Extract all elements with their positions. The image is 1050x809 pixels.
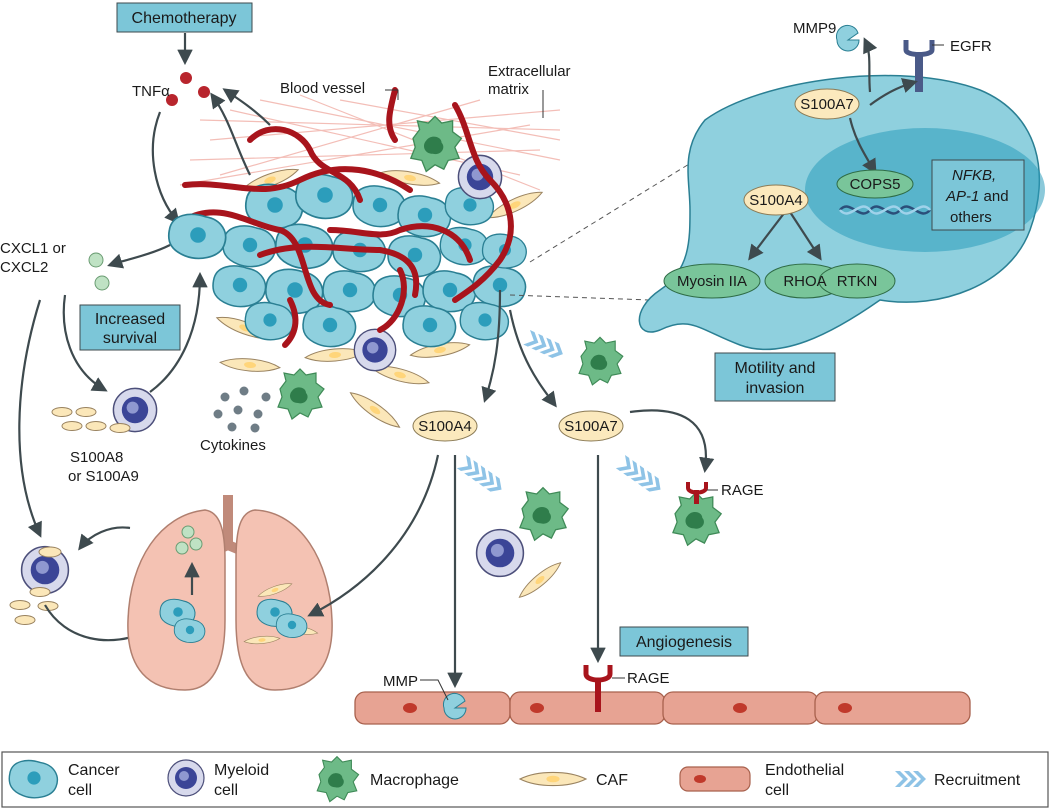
s100a7-mid-label: S100A7: [564, 418, 617, 435]
endothelial-vessel: [354, 691, 971, 725]
cxcl-molecules: [88, 252, 110, 291]
cytokines-label: Cytokines: [200, 437, 266, 454]
legend-endothelial-icon: [679, 766, 751, 792]
rtkn-label: RTKN: [837, 273, 878, 290]
recruitment-chevrons-2: [456, 455, 507, 497]
s100a8-label-2: or S100A9: [68, 468, 139, 485]
myosin-pill: [663, 263, 761, 299]
legend-endothelial-label-2: cell: [765, 782, 789, 799]
cops5-label: COPS5: [850, 176, 901, 193]
chemotherapy-label: Chemotherapy: [132, 10, 237, 27]
legend: Cancer cell Myeloid cell Macrophage CAF …: [1, 751, 1049, 808]
blood-vessel-label: Blood vessel: [280, 80, 365, 97]
legend-cancer-label-1: Cancer: [68, 762, 120, 779]
recruitment-chevrons-3: [615, 455, 666, 497]
egfr-receptor: [903, 40, 935, 92]
mmp-label: MMP: [383, 673, 418, 690]
recruitment-chevrons-1: [523, 330, 567, 362]
legend-macrophage-label: Macrophage: [370, 772, 459, 789]
dna-helix-icon: [839, 205, 931, 215]
legend-cancer-label-2: cell: [68, 782, 92, 799]
lungs: [127, 495, 333, 691]
legend-cancer-icon: [8, 759, 59, 799]
cxcl-label-2: CXCL2: [0, 259, 48, 276]
ap1-label: AP-1 and: [945, 188, 1009, 205]
s100a7-mid-pill: [558, 410, 624, 442]
myosin-label: Myosin IIA: [677, 273, 747, 290]
extracellular-matrix: [179, 94, 561, 191]
rhoa-label: RHOA: [783, 273, 826, 290]
s100a4-mid-label: S100A4: [418, 418, 471, 435]
blood-vessel-network: [182, 87, 514, 348]
motility-label-1: Motility and: [735, 360, 816, 377]
left-granules: [9, 546, 62, 625]
legend-myeloid-icon: [167, 759, 205, 797]
angiogenesis-label: Angiogenesis: [636, 634, 732, 651]
s100a4-top-label: S100A4: [749, 192, 802, 209]
nfkb-label: NFKB,: [952, 167, 996, 184]
ecm-label-1: Extracellular: [488, 63, 571, 80]
cytokine-dots: [213, 386, 271, 433]
cops5-pill: [836, 169, 914, 199]
s100a7-top-label: S100A7: [800, 96, 853, 113]
s100a4-mid-pill: [412, 410, 478, 442]
rage-receptor-bottom: [583, 665, 613, 712]
tnf-label: TNFα: [132, 83, 170, 100]
tnf-molecules: [166, 72, 210, 106]
legend-myeloid-label-2: cell: [214, 782, 238, 799]
legend-recruitment-label: Recruitment: [934, 772, 1021, 789]
others-label: others: [950, 209, 992, 226]
rage-bottom-label: RAGE: [627, 670, 670, 687]
motility-label-2: invasion: [746, 380, 805, 397]
mmp9-icon: [835, 24, 860, 52]
rhoa-rtkn-pill: [764, 263, 896, 299]
s100a7-top-pill: [794, 88, 860, 120]
rage-receptor-top: [686, 482, 708, 504]
mmp9-label: MMP9: [793, 20, 836, 37]
cxcl-label-1: CXCL1 or: [0, 240, 66, 257]
egfr-label: EGFR: [950, 38, 992, 55]
s100a8-granules: [51, 407, 131, 433]
motility-box: [714, 352, 836, 402]
lung-cxcl-dots: [175, 525, 203, 555]
chemotherapy-box: [116, 2, 253, 33]
increased-survival-label-1: Increased: [95, 311, 165, 328]
legend-endothelial-label-1: Endothelial: [765, 762, 844, 779]
ecm-label-2: matrix: [488, 81, 529, 98]
angiogenesis-box: [619, 626, 749, 657]
s100a8-label-1: S100A8: [70, 449, 123, 466]
legend-caf-label: CAF: [596, 772, 628, 789]
legend-myeloid-label-1: Myeloid: [214, 762, 269, 779]
s100a4-top-pill: [743, 184, 809, 216]
increased-survival-label-2: survival: [103, 330, 157, 347]
rage-top-label: RAGE: [721, 482, 764, 499]
increased-survival-box: [79, 304, 181, 351]
